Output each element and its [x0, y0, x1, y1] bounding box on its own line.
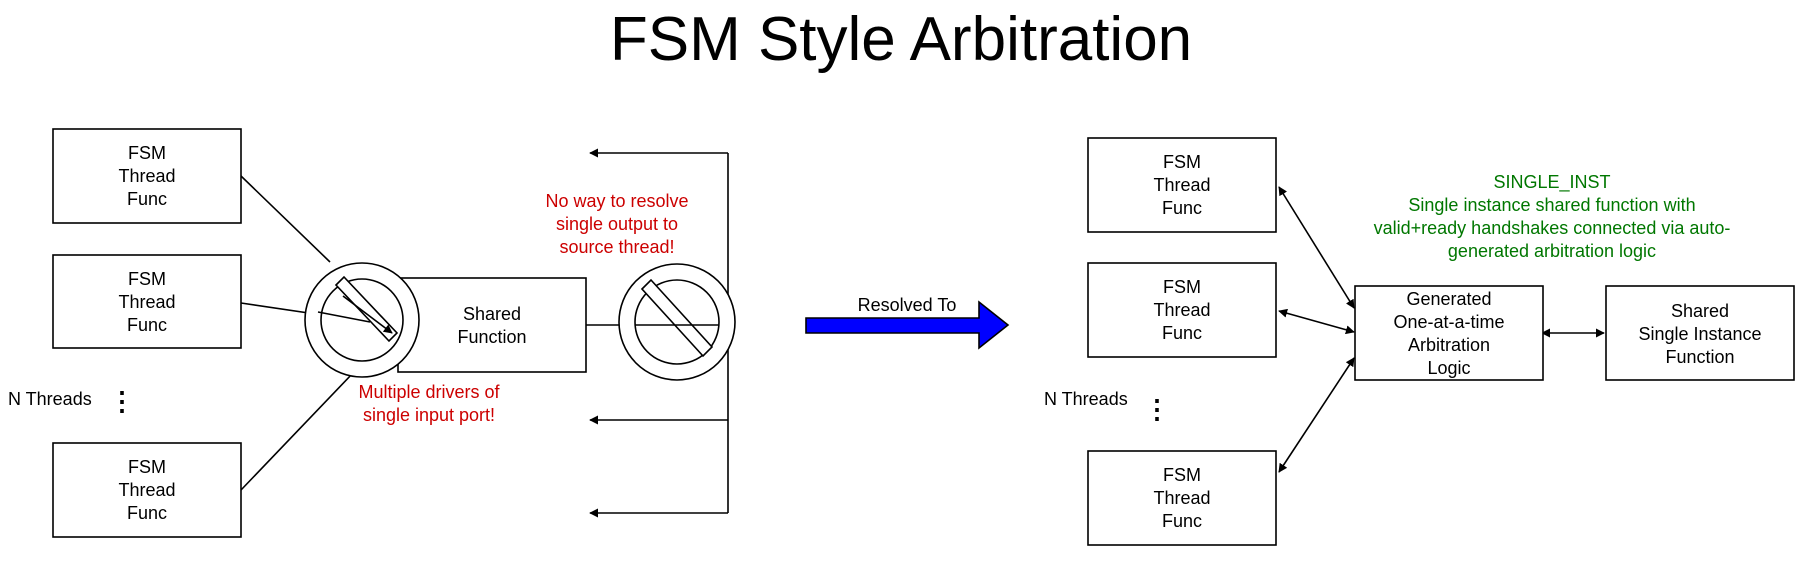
arbitration-label-line: One-at-a-time	[1393, 312, 1504, 332]
no-way-to-resolve-note: No way to resolve single output to sourc…	[545, 191, 688, 257]
no-way-line: single output to	[556, 214, 678, 234]
ellipsis-icon: ⋮	[1144, 394, 1170, 424]
thread-label-line: Thread	[1153, 488, 1210, 508]
shared-single-label-line: Single Instance	[1638, 324, 1761, 344]
resolved-to-label: Resolved To	[858, 295, 957, 315]
thread-label-line: Func	[127, 189, 167, 209]
prohibited-input-icon	[304, 262, 420, 378]
arbitration-label-line: Arbitration	[1408, 335, 1490, 355]
thread-label-line: Thread	[118, 292, 175, 312]
fsm-thread-box: FSM Thread Func	[1087, 262, 1277, 358]
arbitration-label-line: Logic	[1427, 358, 1470, 378]
shared-single-label-line: Function	[1665, 347, 1734, 367]
thread-label-line: FSM	[128, 269, 166, 289]
thread-label-line: Thread	[1153, 300, 1210, 320]
ellipsis-icon: ⋮	[109, 386, 135, 416]
resolved-to-arrow	[805, 300, 1010, 350]
thread-label-line: Thread	[1153, 175, 1210, 195]
thread-label-line: FSM	[128, 143, 166, 163]
single-inst-line: valid+ready handshakes connected via aut…	[1374, 218, 1731, 238]
shared-single-label-line: Shared	[1671, 301, 1729, 321]
fsm-thread-box: FSM Thread Func	[1087, 137, 1277, 233]
shared-function-label-line: Function	[457, 327, 526, 347]
thread-label-line: Thread	[118, 480, 175, 500]
thread-label-line: FSM	[1163, 152, 1201, 172]
prohibited-output-icon	[618, 263, 736, 381]
connector-line	[240, 372, 354, 491]
fsm-thread-box: FSM Thread Func	[1087, 450, 1277, 546]
multiple-drivers-line: Multiple drivers of	[358, 382, 500, 402]
single-inst-note: SINGLE_INST Single instance shared funct…	[1374, 172, 1731, 261]
page-title: FSM Style Arbitration	[609, 5, 1193, 74]
multiple-drivers-note: Multiple drivers of single input port!	[358, 382, 500, 425]
thread-label-line: Func	[127, 503, 167, 523]
no-way-line: No way to resolve	[545, 191, 688, 211]
n-threads-label: N Threads	[1044, 389, 1128, 409]
thread-label-line: FSM	[128, 457, 166, 477]
thread-label-line: Thread	[118, 166, 175, 186]
thread-label-line: Func	[1162, 511, 1202, 531]
single-inst-line: Single instance shared function with	[1408, 195, 1695, 215]
handshake-arrow	[1278, 357, 1355, 473]
arbitration-label-line: Generated	[1406, 289, 1491, 309]
thread-label-line: Func	[127, 315, 167, 335]
thread-label-line: FSM	[1163, 277, 1201, 297]
n-threads-label: N Threads	[8, 389, 92, 409]
thread-label-line: Func	[1162, 323, 1202, 343]
shared-single-instance-box: Shared Single Instance Function	[1605, 285, 1795, 381]
single-inst-line: generated arbitration logic	[1448, 241, 1656, 261]
thread-label-line: FSM	[1163, 465, 1201, 485]
fsm-thread-box: FSM Thread Func	[52, 254, 242, 349]
handshake-arrow	[1278, 186, 1355, 309]
fsm-thread-box: FSM Thread Func	[52, 128, 242, 224]
handshake-arrow	[1278, 308, 1355, 335]
fsm-thread-box: FSM Thread Func	[52, 442, 242, 538]
connector-line	[240, 175, 331, 263]
single-inst-line: SINGLE_INST	[1493, 172, 1610, 193]
thread-label-line: Func	[1162, 198, 1202, 218]
shared-function-box: Shared Function	[397, 277, 587, 373]
arbitration-logic-box: Generated One-at-a-time Arbitration Logi…	[1354, 285, 1544, 381]
multiple-drivers-line: single input port!	[363, 405, 495, 425]
shared-function-label-line: Shared	[463, 304, 521, 324]
no-way-line: source thread!	[559, 237, 674, 257]
